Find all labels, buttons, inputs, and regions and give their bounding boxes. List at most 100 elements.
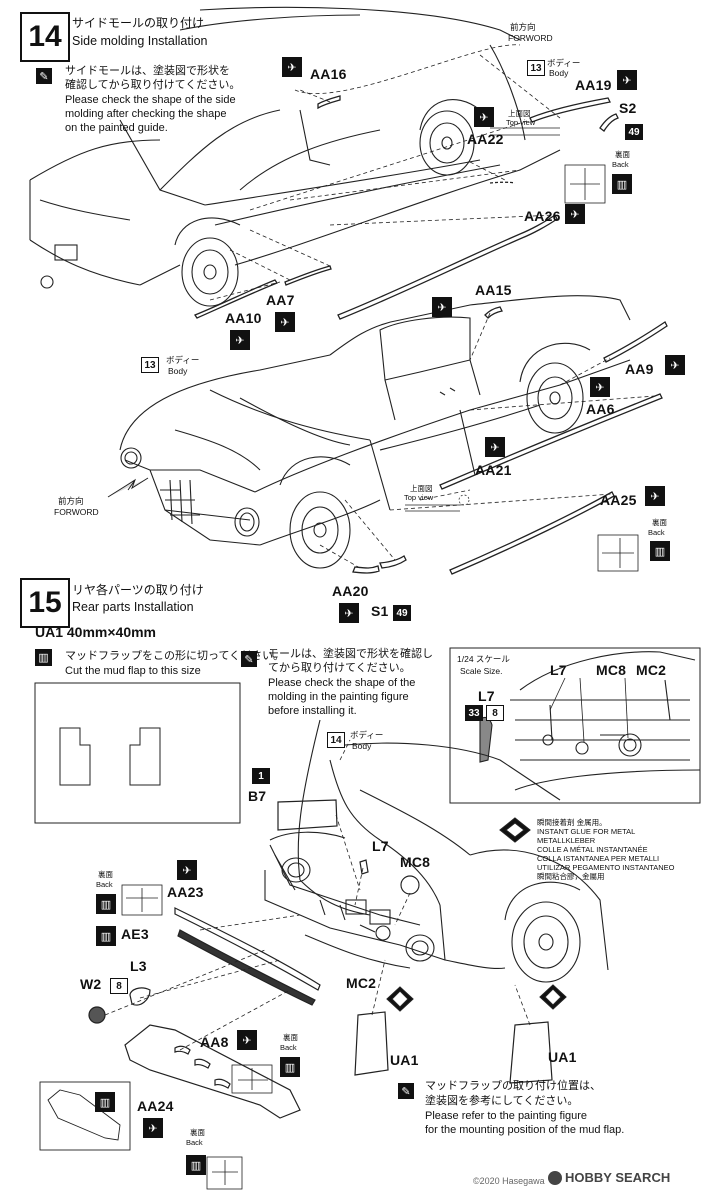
- molding-note-jp-1: モールは、塗装図で形状を確認し: [268, 648, 433, 660]
- step-15-title-en: Rear parts Installation: [72, 600, 194, 614]
- molding-note-en-1: Please check the shape of the: [268, 677, 416, 689]
- back-label-jp-5: 裏面: [190, 1128, 205, 1137]
- step-15-title-jp: リヤ各パーツの取り付け: [72, 583, 204, 597]
- l7-number-33: 33: [465, 705, 483, 721]
- rear-parts: [88, 799, 553, 1119]
- brand-text: HOBBY SEARCH: [565, 1170, 671, 1185]
- topview-inset-1: [490, 127, 560, 136]
- paint-icon-aa8: ✈: [237, 1030, 257, 1050]
- forward-label-jp-2: 前方向: [58, 496, 84, 506]
- step-14-number: 14: [20, 12, 70, 62]
- stripe-icon-bumper-inset: ▥: [95, 1092, 115, 1112]
- step14-top-leaders: [209, 44, 561, 301]
- part-label-ua1-a: UA1: [390, 1052, 419, 1068]
- paint-icon-aa26: ✈: [565, 204, 585, 224]
- part-label-s1: S1: [371, 603, 389, 619]
- topview-label-en-1: Top view: [506, 118, 536, 127]
- part-label-aa20: AA20: [332, 583, 369, 599]
- part-number-s2: 49: [625, 124, 643, 140]
- stripe-icon-ae3: ▥: [96, 926, 116, 946]
- part-label-aa24: AA24: [137, 1098, 174, 1114]
- stripe-icon-back-3: ▥: [96, 894, 116, 914]
- molding-note-jp-2: てから取り付けてください。: [268, 662, 411, 674]
- part-label-aa10: AA10: [225, 310, 262, 326]
- paint-icon-aa7: ✈: [275, 312, 295, 332]
- brand-logo-icon: [548, 1170, 562, 1185]
- part-label-aa26: AA26: [524, 208, 561, 224]
- part-label-aa16: AA16: [310, 66, 347, 82]
- back-label-en-2: Back: [648, 528, 665, 537]
- scale-part-l7: L7: [550, 662, 567, 678]
- paint-icon-aa22: ✈: [474, 107, 494, 127]
- cut-icon: ▥: [35, 649, 52, 666]
- step-14-title-en: Side molding Installation: [72, 34, 208, 48]
- scale-inset-box: [449, 647, 701, 804]
- body-part-number-14: 14: [327, 732, 345, 748]
- l7-number-8: 8: [486, 705, 504, 721]
- part-label-aa21: AA21: [475, 462, 512, 478]
- part-label-l7: L7: [372, 838, 389, 854]
- part-label-b7: B7: [248, 788, 267, 804]
- paint-icon-aa10: ✈: [230, 330, 250, 350]
- l3-number-8: 8: [110, 978, 128, 994]
- scale-part-mc8: MC8: [596, 662, 627, 678]
- glue-diamonds: [386, 817, 567, 1012]
- glue-line-1: 瞬間接着剤 金属用。: [537, 818, 607, 827]
- step-14-note-en-2: molding after checking the shape: [65, 108, 227, 120]
- part-label-aa6: AA6: [586, 401, 615, 417]
- back-label-jp-2: 裏面: [652, 518, 667, 527]
- caution-pen-icon-2: ✎: [241, 651, 257, 667]
- topview-label-jp-2: 上面図: [410, 484, 433, 493]
- back-inset-1: [564, 164, 606, 204]
- step-14-note-jp-1: サイドモールは、塗装図で形状を: [65, 65, 230, 77]
- ua1-template-box: [34, 682, 241, 824]
- glue-line-3: METALLKLEBER: [537, 836, 596, 845]
- car-top-drawing: [29, 6, 561, 307]
- stripe-icon-back-5: ▥: [186, 1155, 206, 1175]
- paint-icon-aa21: ✈: [485, 437, 505, 457]
- step-14-note-en-1: Please check the shape of the side: [65, 94, 236, 106]
- aa23-back-inset: [121, 884, 163, 916]
- molding-note-en-2: molding in the painting figure: [268, 691, 409, 703]
- paint-icon-aa25: ✈: [645, 486, 665, 506]
- glue-line-4: COLLE A MÉTAL INSTANTANÉE: [537, 845, 648, 854]
- part-label-aa22: AA22: [467, 131, 504, 147]
- step14-top-moldings: [194, 95, 619, 320]
- body-part-number-13a: 13: [527, 60, 545, 76]
- part-label-aa25: AA25: [600, 492, 637, 508]
- step-14-title-jp: サイドモールの取り付け: [72, 16, 205, 30]
- body-label-en-3: Body: [352, 741, 372, 751]
- body-label-jp-2: ボディー: [166, 355, 200, 365]
- b7-number: 1: [252, 768, 270, 784]
- paint-icon-aa9: ✈: [665, 355, 685, 375]
- step-14-note-en-3: on the painted guide.: [65, 122, 168, 134]
- mount-note-jp-1: マッドフラップの取り付け位置は、: [425, 1080, 601, 1092]
- back-label-jp-1: 裏面: [615, 150, 630, 159]
- back-inset-2: [597, 534, 639, 572]
- scale-label-jp: 1/24 スケール: [457, 654, 510, 664]
- back-label-en-3: Back: [96, 880, 113, 889]
- bumper-back-inset: [39, 1064, 273, 1190]
- ua1-size-label: UA1 40mm×40mm: [35, 624, 157, 640]
- molding-note-en-3: before installing it.: [268, 705, 357, 717]
- mount-note-en-1: Please refer to the painting figure: [425, 1110, 588, 1122]
- step14-mid-leaders: [319, 312, 656, 569]
- part-label-mc2: MC2: [346, 975, 377, 991]
- part-label-ua1-b: UA1: [548, 1049, 577, 1065]
- body-label-en-1: Body: [549, 68, 569, 78]
- part-label-aa15: AA15: [475, 282, 512, 298]
- glue-line-2: INSTANT GLUE FOR METAL: [537, 827, 636, 836]
- paint-icon-aa6: ✈: [590, 377, 610, 397]
- paint-icon-aa20: ✈: [339, 603, 359, 623]
- back-label-en-5: Back: [186, 1138, 203, 1147]
- stripe-icon-back-1: ▥: [612, 174, 632, 194]
- body-label-en-2: Body: [168, 366, 188, 376]
- part-label-w2: W2: [80, 976, 102, 992]
- glue-legend: 瞬間接着剤 金属用。 INSTANT GLUE FOR METAL METALL…: [537, 818, 697, 881]
- paint-icon-aa23: ✈: [177, 860, 197, 880]
- scale-part-mc2: MC2: [636, 662, 667, 678]
- step14-mid-moldings: [352, 306, 668, 575]
- car-middle-drawing: [119, 295, 631, 569]
- forward-label-en-1: FORWORD: [508, 33, 553, 43]
- caution-pen-icon-3: ✎: [398, 1083, 414, 1099]
